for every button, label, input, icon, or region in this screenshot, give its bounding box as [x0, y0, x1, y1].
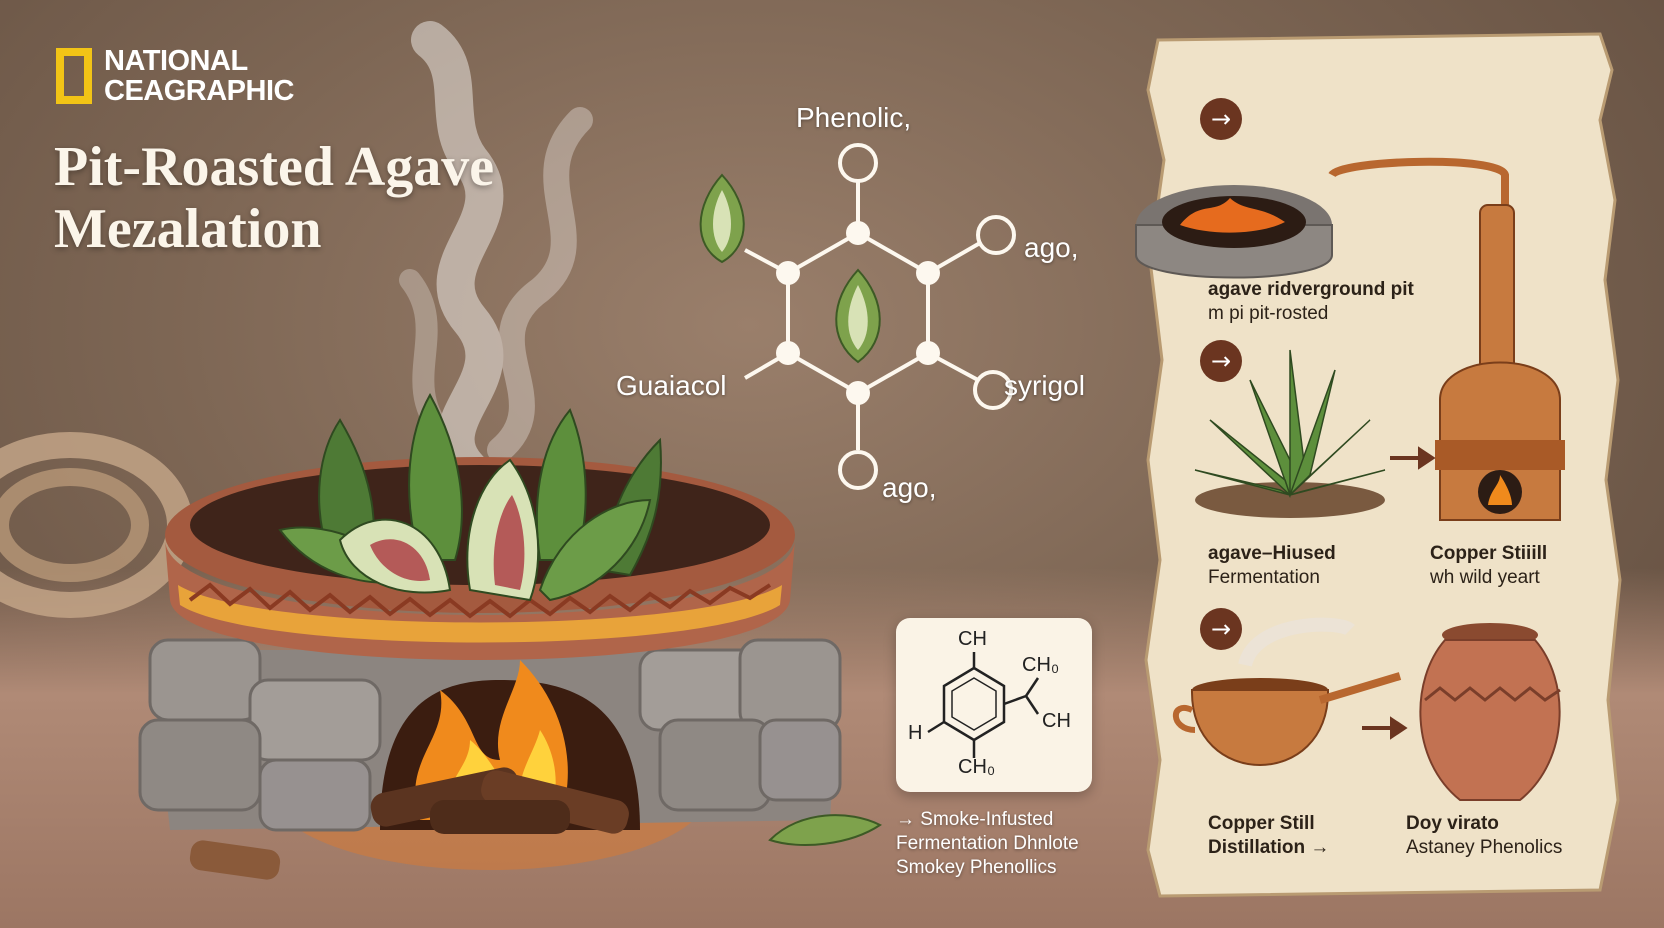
- step-fermentation: agave–Hiused Fermentation: [1208, 542, 1336, 590]
- struct-label-left: H: [908, 722, 923, 744]
- struct-label-bottom: CH₀: [958, 756, 996, 778]
- caption-line-2: Fermentation Dhnlote: [896, 833, 1079, 854]
- step-arrow-icon: →: [1200, 608, 1242, 650]
- step-distillation: Copper Still Distillation →: [1208, 812, 1329, 860]
- copper-still-icon: [1328, 157, 1565, 521]
- logs: [189, 767, 629, 880]
- brand-line-1: NATIONAL: [104, 45, 248, 77]
- step-aging-title: Doy virato: [1406, 813, 1499, 834]
- step-pit: agave ridverground pit m pi pit-rosted: [1208, 278, 1414, 326]
- caption-line-3: Smokey Phenollics: [896, 857, 1057, 878]
- step-copper-still-subtitle: wh wild yeart: [1430, 567, 1540, 588]
- struct-label-right: CH: [1042, 710, 1071, 732]
- struct-label-top: CH: [958, 628, 987, 650]
- rope-coil: [0, 432, 193, 618]
- stone-pit-icon: [1135, 185, 1333, 279]
- struct-label-right-top: CH₀: [1022, 654, 1060, 676]
- step-aging: Doy virato Astaney Phenolics: [1406, 812, 1562, 860]
- label-ago-right: ago,: [1024, 232, 1079, 263]
- fallen-leaf: [768, 814, 882, 846]
- step-copper-still: Copper Stiiill wh wild yeart: [1430, 542, 1547, 590]
- step-fermentation-title: agave–Hiused: [1208, 543, 1336, 564]
- page-title: Pit-Roasted Agave Mezalation: [54, 136, 494, 260]
- brand-frame-icon: [56, 48, 92, 104]
- label-ago-bottom: ago,: [882, 472, 937, 503]
- step-copper-still-title: Copper Stiiill: [1430, 543, 1548, 564]
- molecule-nodes: [776, 221, 940, 405]
- step-distillation-title: Copper Still: [1208, 813, 1315, 834]
- step-arrow-icon: →: [1200, 340, 1242, 382]
- step-aging-subtitle: Astaney Phenolics: [1406, 837, 1563, 858]
- label-guaiacol: Guaiacol: [616, 370, 727, 401]
- molecule-diagram: [743, 143, 1016, 490]
- step-fermentation-subtitle: Fermentation: [1208, 567, 1320, 588]
- brand-logo: NATIONAL CEAGRAPHIC: [56, 46, 294, 106]
- benzene-ring-icon: [927, 652, 1040, 758]
- flow-arrow: [1362, 446, 1436, 740]
- step-pit-title: agave ridverground pit: [1208, 279, 1414, 300]
- title-line-2: Mezalation: [54, 198, 322, 260]
- label-phenolic: Phenolic,: [796, 102, 912, 133]
- structure-caption: → Smoke-Infusted Fermentation Dhnlote Sm…: [896, 808, 1079, 880]
- step-pit-subtitle: m pi pit-rosted: [1208, 303, 1329, 324]
- agave-plant-icon: [1194, 349, 1386, 518]
- title-line-1: Pit-Roasted Agave: [54, 136, 495, 198]
- chemical-structure-card: CH CH₀ CH H CH₀: [896, 618, 1092, 792]
- copper-pot-icon: [1172, 617, 1402, 766]
- brand-name: NATIONAL CEAGRAPHIC: [104, 46, 294, 106]
- agave-leaves: [278, 392, 662, 602]
- clay-jar-icon: [1419, 623, 1561, 801]
- brand-line-2: CEAGRAPHIC: [104, 75, 294, 107]
- step-arrow-icon: →: [1200, 98, 1242, 140]
- label-syrigol: syrigol: [1004, 370, 1085, 401]
- caption-line-1: → Smoke-Infusted: [896, 809, 1054, 830]
- molecule-agave-icons: [699, 173, 881, 364]
- step-distillation-subtitle: Distillation →: [1208, 837, 1330, 858]
